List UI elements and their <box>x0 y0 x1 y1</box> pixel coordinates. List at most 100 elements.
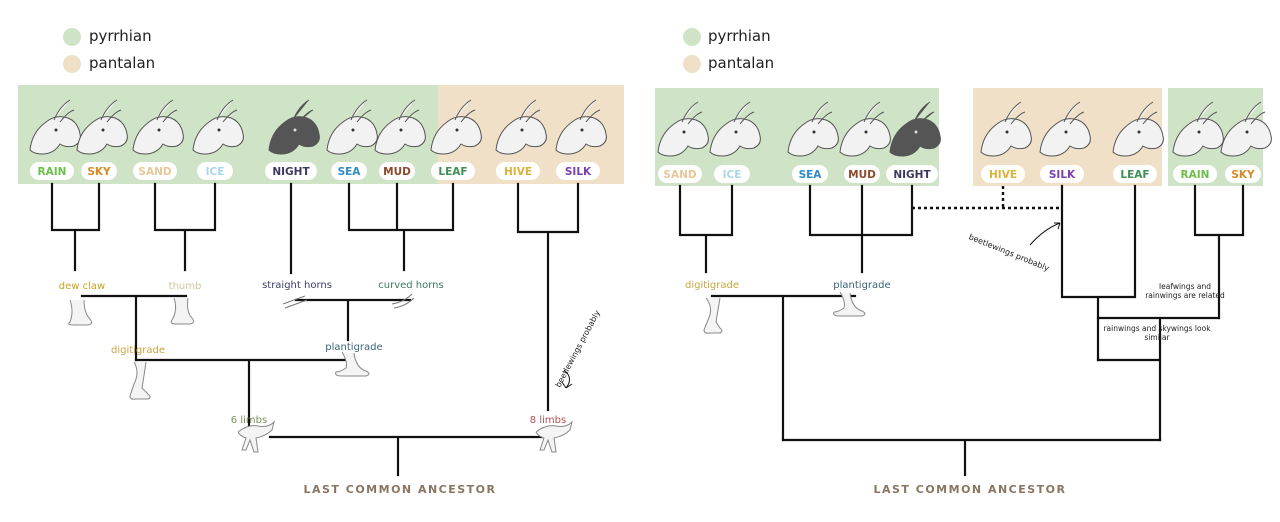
digitigrade-leg-icon <box>129 361 151 400</box>
tribe-label-silk: SILK <box>1049 169 1076 181</box>
eight-limbs-icon <box>535 420 573 453</box>
tribe-labels: RAIN SKY SAND ICE NIGHT SEA MUD LEAF HIVE SILK SAN… <box>30 162 1261 183</box>
horn-sketches <box>282 293 415 309</box>
trait-plantigrade: plantigrade <box>325 342 382 353</box>
tribe-label-sand: SAND <box>663 169 696 181</box>
legend-label-pantalan: pantalan <box>708 54 774 72</box>
tribe-pill-sea: SEA <box>331 162 367 180</box>
note-arrow-icon <box>561 369 573 389</box>
root-label: LAST COMMON ANCESTOR <box>873 483 1066 496</box>
tribe-pill-sky: SKY <box>81 162 117 180</box>
tribe-label-silk: SILK <box>565 166 592 178</box>
tribe-pill-mud: MUD <box>844 165 880 183</box>
legend-left: pyrrhian pantalan <box>63 27 155 73</box>
tribe-label-sky: SKY <box>87 166 111 178</box>
left-tree-branches <box>50 182 580 477</box>
right-tree-branches <box>678 184 1245 477</box>
tribe-pill-sky: SKY <box>1225 165 1261 183</box>
tribe-label-ice: ICE <box>723 169 742 181</box>
tribe-label-mud: MUD <box>383 166 411 178</box>
tribe-pill-silk: SILK <box>1040 165 1084 183</box>
tribe-pill-rain: RAIN <box>30 162 74 180</box>
legend-swatch-pyrrhian <box>683 28 701 46</box>
foot-sketches <box>68 291 866 453</box>
dragon-head-icon <box>709 101 761 157</box>
dragon-head-icon <box>132 99 184 155</box>
tribe-pill-ice: ICE <box>197 162 233 180</box>
dragon-head-icon <box>374 99 426 155</box>
dragon-head-icon <box>1220 101 1272 157</box>
dragon-head-icon <box>980 101 1032 157</box>
dragon-head-icon <box>1039 101 1091 157</box>
dragon-head-icon <box>839 101 891 157</box>
legend-label-pantalan: pantalan <box>89 54 155 72</box>
root-label: LAST COMMON ANCESTOR <box>303 483 496 496</box>
tribe-pill-hive: HIVE <box>981 165 1025 183</box>
legend-swatch-pantalan <box>683 55 701 73</box>
dragon-head-icon <box>1112 101 1164 157</box>
trait-curved-horns: curved horns <box>378 280 443 291</box>
tribe-pill-hive: HIVE <box>496 162 540 180</box>
tribe-label-hive: HIVE <box>989 169 1017 181</box>
tribe-pill-sand: SAND <box>133 162 177 180</box>
tribe-label-rain: RAIN <box>1181 169 1210 181</box>
tribe-pill-sea: SEA <box>792 165 828 183</box>
tribe-label-sky: SKY <box>1231 169 1255 181</box>
curved-horns-icon <box>391 293 415 309</box>
legend-label-pyrrhian: pyrrhian <box>89 27 152 45</box>
dragon-head-icon <box>555 99 607 155</box>
digitigrade-leg-icon <box>703 297 723 334</box>
tribe-pill-leaf: LEAF <box>1113 165 1157 183</box>
note-beetlewings: beetlewings probably <box>554 309 602 389</box>
tribe-pill-silk: SILK <box>556 162 600 180</box>
tribe-label-sea: SEA <box>338 166 362 178</box>
trait-six-limbs: 6 limbs <box>231 415 267 426</box>
trait-straight-horns: straight horns <box>262 280 332 291</box>
trait-digitigrade: digitigrade <box>685 280 739 291</box>
tribe-pill-leaf: LEAF <box>431 162 475 180</box>
legend-label-pyrrhian: pyrrhian <box>708 27 771 45</box>
dragon-head-icon <box>268 99 320 155</box>
dragon-head-icon <box>430 99 482 155</box>
thumb-foot-icon <box>170 297 195 325</box>
tribe-pill-night: NIGHT <box>886 165 938 183</box>
dragon-head-icon <box>889 101 941 157</box>
plantigrade-leg-icon <box>833 291 866 317</box>
note-leaf-rain: leafwings and rainwings are related <box>1145 282 1225 300</box>
tribe-pill-rain: RAIN <box>1173 165 1217 183</box>
dew-claw-foot-icon <box>68 299 93 326</box>
note-beetlewings: beetlewings probably <box>967 232 1050 273</box>
tribe-label-night: NIGHT <box>272 166 310 178</box>
trait-digitigrade: digitigrade <box>111 345 165 356</box>
tribe-label-sea: SEA <box>799 169 823 181</box>
tribe-label-sand: SAND <box>138 166 171 178</box>
tribe-pill-mud: MUD <box>379 162 415 180</box>
tribe-label-rain: RAIN <box>38 166 67 178</box>
tribe-label-ice: ICE <box>206 166 225 178</box>
six-limbs-icon <box>237 420 275 453</box>
tribe-label-night: NIGHT <box>893 169 931 181</box>
trait-thumb: thumb <box>169 281 202 292</box>
legend-swatch-pyrrhian <box>63 28 81 46</box>
dragon-head-icon <box>76 99 128 155</box>
hive-uncertain-link <box>912 186 1062 210</box>
trait-dew-claw: dew claw <box>59 281 105 292</box>
trait-plantigrade: plantigrade <box>833 280 890 291</box>
tribe-label-mud: MUD <box>848 169 876 181</box>
dragon-head-sketches <box>29 99 1272 157</box>
note-arrow-icon <box>1029 222 1061 246</box>
trait-eight-limbs: 8 limbs <box>530 415 566 426</box>
dragon-head-icon <box>192 99 244 155</box>
dragon-head-icon <box>495 99 547 155</box>
straight-horns-icon <box>282 295 308 309</box>
tribe-label-hive: HIVE <box>504 166 532 178</box>
note-rain-sky: rainwings and skywings look similar <box>1103 324 1211 342</box>
tribe-pill-night: NIGHT <box>265 162 317 180</box>
tribe-label-leaf: LEAF <box>1120 169 1149 181</box>
tribe-pill-ice: ICE <box>714 165 750 183</box>
legend-swatch-pantalan <box>63 55 81 73</box>
tribe-label-leaf: LEAF <box>438 166 467 178</box>
legend-right: pyrrhian pantalan <box>683 27 774 73</box>
dragon-head-icon <box>787 101 839 157</box>
